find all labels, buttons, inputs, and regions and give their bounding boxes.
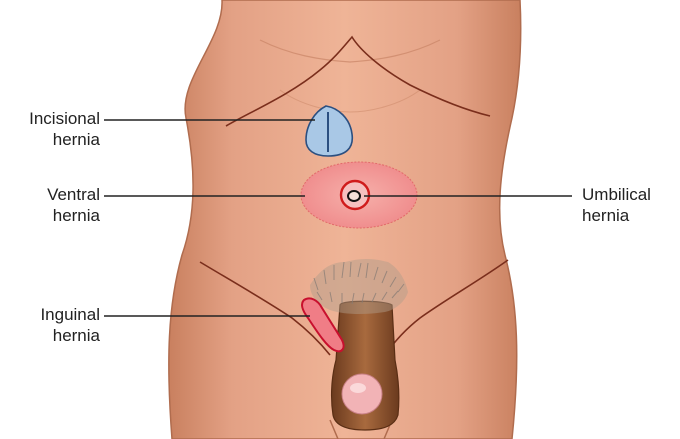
- glans-highlight: [350, 383, 366, 393]
- umbilicus: [348, 191, 360, 201]
- glans: [342, 374, 382, 414]
- incisional-label-line1: Incisional: [0, 108, 100, 129]
- inguinal-hernia-label: Inguinal hernia: [0, 304, 100, 346]
- umbilical-label-line2: hernia: [582, 205, 677, 226]
- inguinal-label-line2: hernia: [0, 325, 100, 346]
- incisional-hernia-label: Incisional hernia: [0, 108, 100, 150]
- umbilical-label-line1: Umbilical: [582, 184, 677, 205]
- ventral-label-line1: Ventral: [0, 184, 100, 205]
- incisional-label-line2: hernia: [0, 129, 100, 150]
- ventral-hernia-label: Ventral hernia: [0, 184, 100, 226]
- inguinal-label-line1: Inguinal: [0, 304, 100, 325]
- umbilical-hernia-label: Umbilical hernia: [582, 184, 677, 226]
- ventral-label-line2: hernia: [0, 205, 100, 226]
